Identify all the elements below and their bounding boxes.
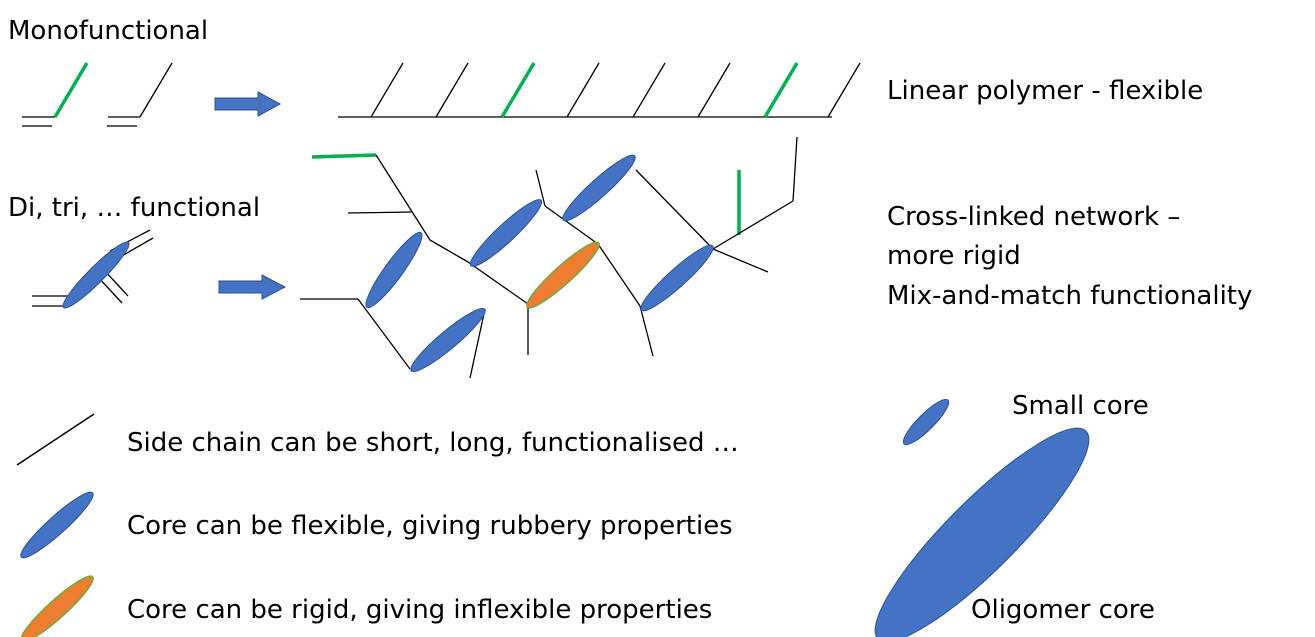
monofunctional-label: Monofunctional	[8, 16, 209, 46]
oligomer-core-symbol	[874, 427, 1090, 637]
oligomer-core-label: Oligomer core	[971, 595, 1155, 625]
multifunctional-label: Di, tri, … functional	[8, 193, 261, 223]
legend-flexible-core-symbol	[20, 491, 94, 559]
legend-side-chain-symbol	[16, 413, 95, 466]
reaction-arrow-1	[214, 91, 282, 117]
monofunctional-monomer-1	[22, 62, 89, 127]
linear-polymer	[338, 62, 861, 118]
legend-rigid-core-text: Core can be rigid, giving inflexible pro…	[127, 595, 713, 625]
small-core-label: Small core	[1012, 391, 1149, 421]
legend-side-chain-text: Side chain can be short, long, functiona…	[127, 428, 739, 458]
legend-rigid-core-symbol	[20, 575, 94, 637]
reaction-arrow-2	[218, 274, 287, 300]
crosslinked-network	[300, 136, 798, 379]
crosslinked-label-line3: Mix-and-match functionality	[887, 281, 1253, 311]
crosslinked-label-line2: more rigid	[887, 241, 1021, 271]
legend-flexible-core-text: Core can be flexible, giving rubbery pro…	[127, 511, 733, 541]
monofunctional-monomer-2	[107, 62, 173, 127]
crosslinked-label-line1: Cross-linked network –	[887, 202, 1181, 232]
small-core-symbol	[902, 398, 950, 446]
linear-polymer-label: Linear polymer - flexible	[887, 76, 1204, 106]
multifunctional-monomer	[32, 229, 154, 309]
